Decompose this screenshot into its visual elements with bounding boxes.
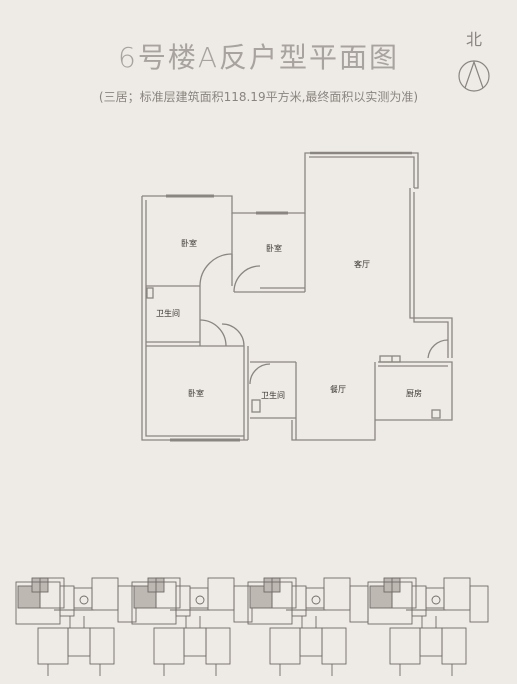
key-plan-block xyxy=(153,627,185,665)
key-plan-block xyxy=(349,585,369,623)
compass-icon xyxy=(458,60,490,92)
key-plan-block xyxy=(321,627,347,665)
key-plan-block xyxy=(37,627,69,665)
room-label-kitchen: 厨房 xyxy=(406,388,422,398)
key-plan-shaft xyxy=(79,595,89,605)
key-plan-shaft xyxy=(195,595,205,605)
key-plan-block xyxy=(175,585,191,617)
room-label-bedroom-3: 卧室 xyxy=(188,388,204,398)
room-label-bathroom-1: 卫生间 xyxy=(156,308,180,318)
floor-plan-walls xyxy=(141,151,453,442)
key-plan-block xyxy=(323,577,351,611)
key-plan-block xyxy=(39,577,65,609)
key-plan-block xyxy=(233,585,253,623)
key-plan-block xyxy=(443,577,471,611)
key-plan-block xyxy=(117,585,137,623)
key-plan-block xyxy=(305,587,325,609)
key-plan-block xyxy=(419,627,443,657)
key-plan-block xyxy=(89,627,115,665)
page-subtitle: (三居；标准层建筑面积118.19平方米,最终面积以实测为准) xyxy=(98,90,419,104)
room-label-bedroom-2: 卧室 xyxy=(266,243,282,253)
key-plan-block xyxy=(73,587,93,609)
north-compass: 北 xyxy=(454,26,494,96)
room-label-dining: 餐厅 xyxy=(330,385,346,394)
key-plan-block xyxy=(299,627,323,657)
key-plan-block xyxy=(411,585,427,617)
key-plan-block xyxy=(59,585,75,617)
key-plan-block xyxy=(469,585,489,623)
key-plan-shaft xyxy=(311,595,321,605)
key-plan-block xyxy=(269,627,301,665)
key-plan-block xyxy=(271,577,297,609)
key-plan-block xyxy=(389,627,421,665)
key-plan-block xyxy=(183,627,207,657)
room-label-living: 客厅 xyxy=(354,259,370,269)
key-plan-block xyxy=(425,587,445,609)
key-plan-block xyxy=(67,627,91,657)
key-plan-block xyxy=(205,627,231,665)
key-plan-block xyxy=(391,577,417,609)
key-plan-block xyxy=(155,577,181,609)
key-plan-shaft xyxy=(431,595,441,605)
room-labels: 卧室 卧室 客厅 卫生间 卧室 卫生间 餐厅 厨房 xyxy=(156,238,422,400)
room-label-bathroom-2: 卫生间 xyxy=(261,390,285,400)
room-label-bedroom-1: 卧室 xyxy=(181,238,197,248)
key-plan-block xyxy=(207,577,235,611)
north-label: 北 xyxy=(465,30,482,49)
page-title: 6号楼A反户型平面图 xyxy=(118,41,399,74)
key-plan xyxy=(15,577,489,676)
key-plan-block xyxy=(291,585,307,617)
key-plan-block xyxy=(189,587,209,609)
key-plan-block xyxy=(441,627,467,665)
key-plan-block xyxy=(91,577,119,611)
